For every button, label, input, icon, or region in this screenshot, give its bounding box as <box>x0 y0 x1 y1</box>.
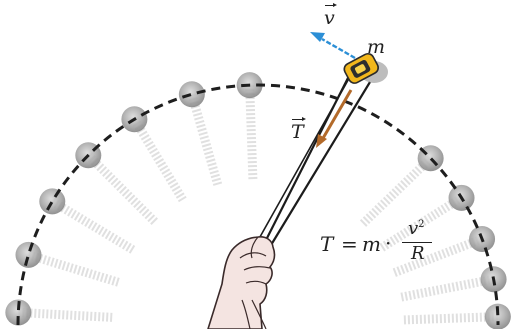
ghost-cord <box>27 250 121 287</box>
ghost-ball <box>178 81 205 108</box>
formula-mass: m <box>362 232 381 256</box>
tension-symbol: T <box>291 116 306 143</box>
ghost-cord <box>49 197 137 255</box>
ghost-cord <box>399 274 495 302</box>
circular-path <box>16 83 500 326</box>
ghost-cord <box>85 152 159 226</box>
formula-numerator: v2 <box>408 218 425 239</box>
formula-denominator: R <box>411 243 425 264</box>
ghost-ball <box>484 303 511 329</box>
ghost-cord <box>130 116 188 204</box>
strings <box>255 65 371 251</box>
fraction-bar <box>402 242 432 244</box>
ghost-cord <box>18 307 114 322</box>
velocity-arrow <box>310 32 356 60</box>
mass-ball <box>343 52 388 84</box>
velocity-symbol: v <box>324 2 337 29</box>
ghost-cord <box>359 155 434 228</box>
ghost-cord <box>402 312 499 325</box>
mass-label: m <box>367 36 386 58</box>
formula-exponent: 2 <box>418 219 425 230</box>
ghost-cord <box>245 84 258 181</box>
tension-arrow <box>316 89 353 148</box>
formula-lhs: T <box>320 232 334 256</box>
ghost-ball <box>5 299 32 326</box>
ghost-ball <box>39 188 66 215</box>
ghost-ball <box>15 241 42 268</box>
formula-fraction: v2 R <box>396 218 436 264</box>
formula-equals: = <box>341 232 358 256</box>
tension-label: T <box>291 116 306 143</box>
formula-dot: · <box>385 231 392 255</box>
velocity-label: v <box>324 2 337 29</box>
ghost-cord <box>187 93 223 187</box>
hand <box>207 236 276 329</box>
